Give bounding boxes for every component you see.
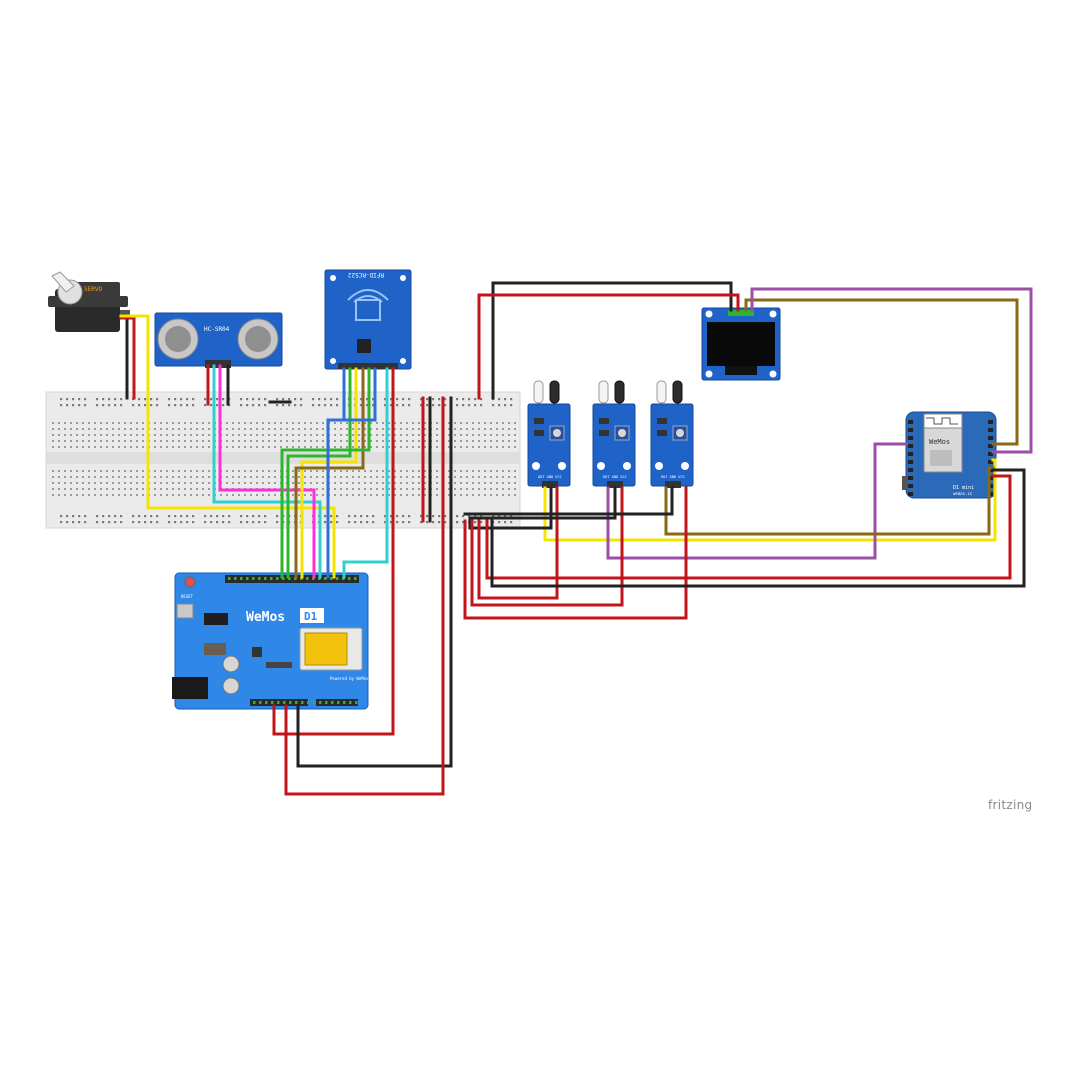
servo-brand: SERVO	[84, 286, 102, 293]
wire-red	[477, 293, 740, 400]
ir-sensor-1: OUT GND VCC	[527, 380, 571, 488]
ir-sensor-2: OUT GND VCC	[592, 380, 636, 488]
wire-black	[468, 486, 553, 530]
wire-red	[470, 486, 624, 607]
wire-purple	[606, 442, 908, 560]
wires	[119, 281, 1033, 796]
wire-red	[463, 486, 688, 620]
ir-sensor-group: OUT GND VCC OUT GND VCC OUT GND VCC	[527, 380, 694, 488]
wire-green	[280, 367, 371, 579]
breadboard	[45, 391, 521, 529]
ir-pin-label: OUT GND VCC	[538, 475, 562, 479]
wire-cyan	[342, 367, 389, 579]
wire-purple	[750, 287, 1033, 454]
wire-black	[491, 281, 733, 400]
wire-brown	[744, 298, 1019, 446]
breadboard-holes	[52, 398, 516, 524]
wire-red	[485, 474, 1012, 580]
wire-magenta	[218, 364, 316, 579]
wire-cyan	[212, 364, 322, 579]
wemos-logo-text: WeMos	[246, 610, 285, 625]
wire-blue	[326, 367, 377, 579]
d1mini-site: wemos.cc	[953, 491, 973, 496]
wire-black	[468, 486, 617, 520]
wire-yellow	[543, 458, 997, 542]
rfid-reader: RFID-RC522	[324, 269, 412, 370]
wire-red	[272, 367, 395, 736]
d1mini-brand: WeMos	[929, 438, 950, 446]
wire-black	[463, 486, 674, 516]
servo-motor: SERVO	[48, 271, 130, 332]
oled-display	[701, 307, 781, 381]
wemos-reset-label: RESET	[181, 594, 194, 599]
wire-green	[286, 367, 352, 579]
ir-pin-label: OUT GND VCC	[603, 475, 627, 479]
wemos-powered-by: Powered by WeMos.cc	[330, 676, 376, 681]
wemos-logo-badge: D1	[304, 610, 318, 623]
ir-pin-label: OUT GND VCC	[661, 475, 685, 479]
wire-brown	[664, 466, 995, 536]
wire-red	[284, 396, 445, 796]
ultrasonic-sensor: HC-SR04	[154, 312, 283, 368]
wire-black	[296, 396, 453, 768]
wire-black	[490, 468, 1026, 588]
fritzing-watermark: fritzing	[988, 798, 1033, 812]
wire-red	[119, 316, 136, 400]
wire-yellow	[119, 314, 336, 579]
rfid-label: RFID-RC522	[347, 271, 384, 278]
ir-sensor-3: OUT GND VCC	[650, 380, 694, 488]
wire-red	[477, 486, 559, 600]
ultrasonic-label: HC-SR04	[204, 326, 230, 333]
d1mini-label: D1 mini	[953, 485, 974, 491]
wemos-d1-board: RESET WeMos D1 Powered by WeMos.cc	[172, 572, 376, 710]
wemos-d1-mini: WeMos D1 mini wemos.cc	[902, 411, 997, 499]
